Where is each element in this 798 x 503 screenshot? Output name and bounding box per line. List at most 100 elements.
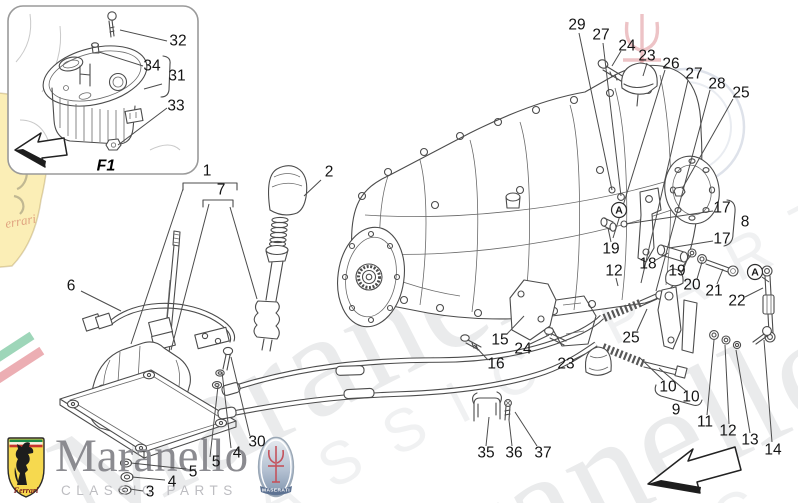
reaction-tie-rod-22 bbox=[761, 265, 776, 343]
grouping-bracket-1 bbox=[182, 182, 238, 191]
marker-label: A bbox=[615, 205, 623, 217]
leader-line bbox=[681, 98, 734, 190]
leader-line bbox=[706, 339, 715, 416]
callout-label: 22 bbox=[728, 293, 745, 310]
shifter-base-plate bbox=[59, 369, 237, 459]
leader-line bbox=[514, 411, 538, 447]
leader-line bbox=[129, 488, 144, 492]
callout-label: 8 bbox=[741, 214, 750, 231]
grouping-bracket-7 bbox=[202, 199, 234, 208]
ferrari-logo-text: Ferrari bbox=[13, 486, 39, 495]
leader-line bbox=[655, 89, 711, 292]
leader-line bbox=[636, 308, 648, 332]
leader-line bbox=[572, 353, 586, 361]
shift-knob bbox=[268, 165, 308, 216]
callout-label: 16 bbox=[487, 356, 504, 373]
maserati-trident-icon bbox=[267, 446, 285, 483]
callout-label: 12 bbox=[605, 263, 622, 280]
callout-label: 20 bbox=[683, 277, 701, 294]
leader-line bbox=[170, 203, 210, 351]
callout-label: 25 bbox=[622, 330, 639, 347]
leader-line bbox=[642, 62, 648, 77]
callout-label: 11 bbox=[697, 414, 713, 431]
bolt-21 bbox=[705, 259, 739, 277]
callout-label: 6 bbox=[67, 278, 76, 295]
ferrari-watermark-text: errari bbox=[4, 211, 38, 231]
callout-label: 17 bbox=[713, 231, 730, 248]
cable-anchor-plate bbox=[194, 326, 230, 350]
callout-label: 24 bbox=[514, 341, 532, 358]
selector-linkage bbox=[584, 186, 776, 406]
callout-label: 33 bbox=[167, 98, 184, 115]
callout-label: 35 bbox=[477, 445, 494, 462]
italian-flag-watermark bbox=[0, 331, 45, 393]
boot-23-lower bbox=[584, 346, 612, 376]
lever-upper-shaft bbox=[253, 244, 289, 352]
markers-group: AA bbox=[610, 201, 770, 283]
leader-line bbox=[682, 254, 692, 267]
direction-arrow bbox=[647, 446, 742, 494]
leader-line bbox=[209, 385, 219, 458]
selector-cable bbox=[81, 302, 236, 343]
callout-label: 5 bbox=[189, 464, 198, 481]
callout-label: 19 bbox=[668, 263, 685, 280]
callout-label: 34 bbox=[143, 58, 161, 75]
gearbox-front-flange bbox=[337, 226, 405, 328]
maserati-logo: MASERATI bbox=[257, 436, 295, 498]
callout-label: 28 bbox=[708, 76, 725, 93]
leader-line bbox=[529, 334, 550, 345]
callout-label: 36 bbox=[505, 445, 522, 462]
leader-line bbox=[763, 339, 773, 443]
cap-23-upper bbox=[621, 62, 658, 107]
bolt-24-lower bbox=[544, 327, 567, 346]
leader-line bbox=[602, 42, 622, 197]
spacer-18 bbox=[656, 244, 689, 263]
callout-label: 1 bbox=[203, 163, 212, 180]
callout-label: 19 bbox=[602, 241, 619, 258]
grouping-bracket-8 bbox=[723, 199, 736, 247]
marker-circle bbox=[610, 201, 628, 219]
callout-label: 10 bbox=[682, 389, 700, 406]
marker-label: A bbox=[751, 267, 759, 279]
knob-spring bbox=[268, 216, 289, 248]
leader-line bbox=[655, 252, 669, 261]
base-washers bbox=[118, 458, 134, 495]
leader-line bbox=[473, 344, 489, 361]
leader-line bbox=[119, 29, 168, 42]
leader-line bbox=[131, 476, 166, 481]
leader-line bbox=[744, 287, 764, 298]
callout-label: 31 bbox=[168, 68, 185, 85]
leader-line bbox=[98, 51, 144, 67]
callout-label: 5 bbox=[212, 454, 221, 471]
callout-label: 21 bbox=[705, 283, 722, 300]
leader-line bbox=[130, 462, 187, 470]
cable-clip-35 bbox=[471, 391, 503, 422]
marker-tick bbox=[761, 276, 770, 283]
leader-line bbox=[716, 268, 724, 285]
leader-line bbox=[607, 227, 612, 243]
leader-line bbox=[611, 50, 622, 67]
callout-label: 3 bbox=[146, 484, 155, 501]
callout-label: 13 bbox=[741, 432, 758, 449]
shifter-assembly bbox=[59, 230, 237, 495]
gear-cables bbox=[217, 314, 604, 420]
grouping-bracket-31 bbox=[160, 55, 171, 98]
leader-line bbox=[230, 356, 251, 437]
leader-line bbox=[640, 79, 689, 284]
leader-line bbox=[221, 371, 232, 449]
callout-label: 4 bbox=[168, 474, 177, 491]
leader-line bbox=[117, 107, 168, 146]
callout-label: 32 bbox=[169, 33, 186, 50]
small-fasteners-11-14 bbox=[709, 326, 772, 350]
marker-circle bbox=[746, 263, 764, 281]
callout-label: 27 bbox=[685, 66, 702, 83]
maserati-logo-text: MASERATI bbox=[262, 488, 290, 494]
leader-line bbox=[80, 290, 122, 312]
leader-line bbox=[485, 416, 490, 447]
callout-label: 14 bbox=[764, 442, 782, 459]
grouping-bracket-9 bbox=[654, 384, 703, 406]
inset-fasteners bbox=[90, 11, 122, 151]
support-strap-8 bbox=[637, 187, 662, 263]
callout-label: 18 bbox=[639, 256, 656, 273]
